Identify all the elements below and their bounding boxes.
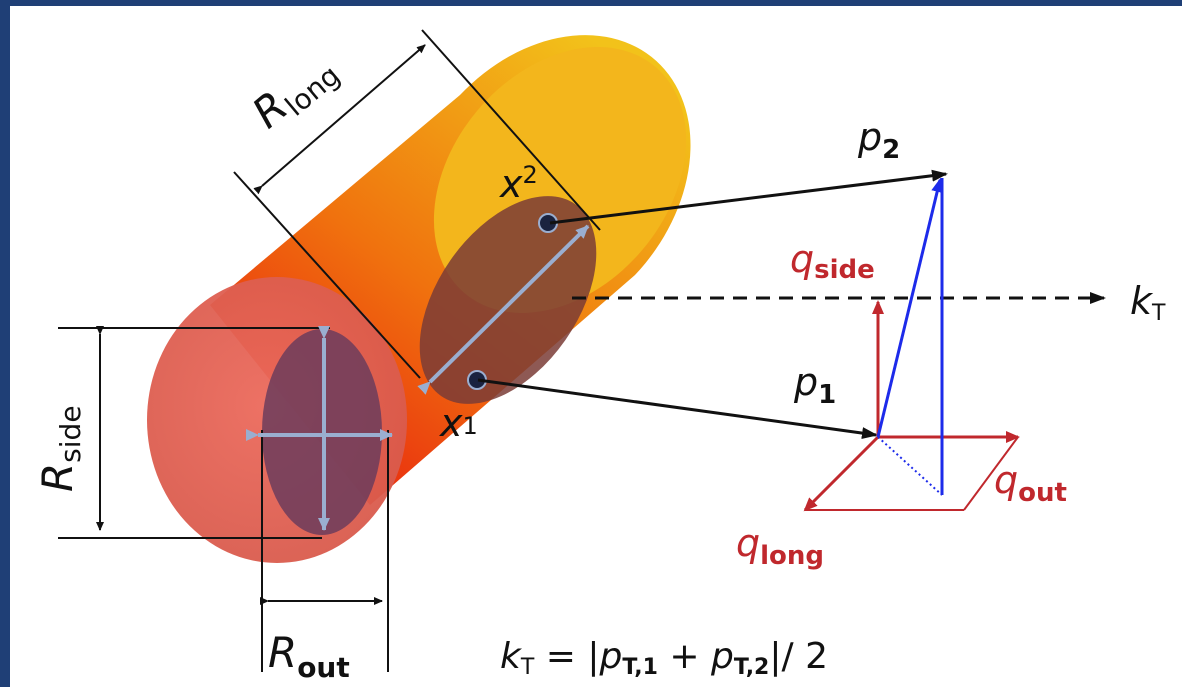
front-cap-axes <box>246 326 393 531</box>
blue-vectors <box>876 178 944 496</box>
label-x2: x2 <box>499 161 538 206</box>
r-long-dimension <box>233 29 601 379</box>
p2-arrow <box>549 169 948 225</box>
q-parallelogram-edge-1 <box>963 436 1019 511</box>
q-vectors <box>803 300 1020 512</box>
label-kt: kT <box>1130 279 1166 326</box>
label-r-out: Rout <box>268 628 350 684</box>
label-p1: p1 <box>793 360 836 410</box>
label-r-side: Rside <box>33 405 87 492</box>
label-q-long: qlong <box>736 521 824 571</box>
label-p2: p2 <box>857 115 900 165</box>
blue-dotted-line <box>877 436 943 496</box>
blue-diagonal-arrow <box>876 178 944 438</box>
label-q-side: qside <box>790 237 875 285</box>
separation-arrow <box>417 224 590 395</box>
q-long-vector <box>803 435 880 512</box>
r-side-dimension <box>58 326 330 539</box>
r-out-dimension <box>260 430 389 672</box>
cylinder <box>147 35 691 563</box>
p1-arrow <box>477 378 878 440</box>
label-x1: x1 <box>439 401 478 445</box>
label-q-out: qout <box>994 458 1067 508</box>
formula-kt: kT = |pT,1 + pT,2|/ 2 <box>500 636 828 680</box>
